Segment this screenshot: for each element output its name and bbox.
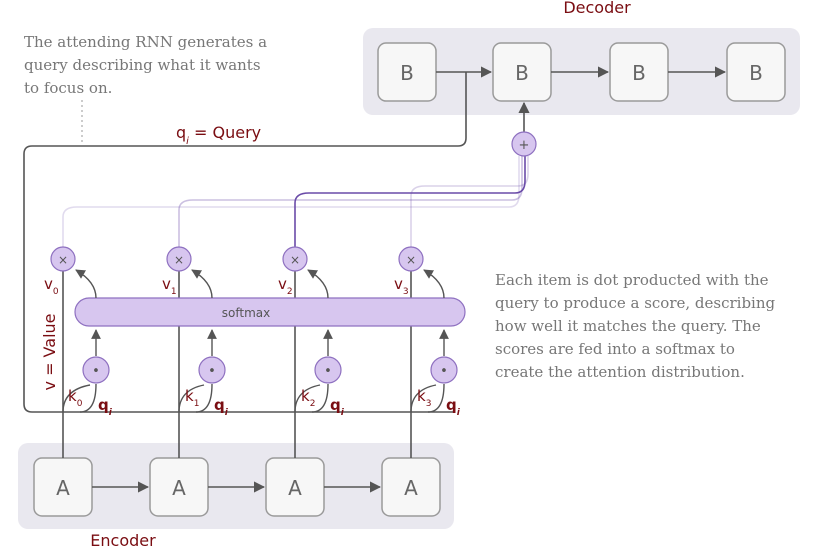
decoder-cell-label: B [749,61,763,85]
query-label: qi = Query [176,123,261,147]
key-label: k1 [185,387,199,409]
dot-icon: • [92,364,100,379]
encoder-cell-label: A [288,476,302,500]
attention-line [294,156,526,247]
query-sub-label: qi [98,396,113,418]
value-label: v1 [162,275,177,297]
multiply-icon: × [290,253,300,267]
weight-arrow [191,269,213,299]
plus-icon: + [519,138,530,153]
value-labels: v0 v1 v2 v3 [44,275,409,297]
value-label: v0 [44,275,59,297]
query-sub-label: qi [214,396,229,418]
attention-line [410,156,529,247]
decoder-title: Decoder [563,0,631,17]
dot-node [198,356,226,384]
right-annotation: Each item is dot producted with the quer… [495,271,776,381]
encoder-cells: A A A A [33,457,441,517]
key-branch [62,384,91,413]
multiply-node [282,246,308,272]
encoder-title: Encoder [90,531,156,548]
multiply-node [398,246,424,272]
encoder-cell-label: A [404,476,418,500]
value-label: v3 [394,275,409,297]
decoder-cells: B B B B [377,42,786,102]
annotation-line: The attending RNN generates a [24,33,267,51]
annotation-line: how well it matches the query. The [495,317,761,335]
dot-icon: • [208,364,216,379]
key-label: k0 [68,387,83,409]
annotation-line: query describing what it wants [24,56,261,74]
multiply-icon: × [406,253,416,267]
decoder-cell [726,42,786,102]
key-branch [294,384,321,413]
weight-arrow [307,269,329,299]
key-branch [410,384,437,413]
softmax-label: softmax [222,306,270,320]
query-sub-label: qi [330,396,345,418]
multiply-node [166,246,192,272]
query-branch [311,383,329,413]
sum-node [511,131,537,157]
dot-node [430,356,458,384]
value-label: v2 [278,275,293,297]
annotation-line: create the attention distribution. [495,363,745,381]
encoder-cell-label: A [172,476,186,500]
dot-icon: • [324,364,332,379]
multiply-icon: × [174,253,184,267]
encoder-panel [18,443,454,529]
decoder-cell-label: B [515,61,529,85]
dot-icon: • [440,364,448,379]
dot-node [82,356,110,384]
key-labels: k0 k1 k2 k3 [68,387,431,409]
key-label: k3 [417,387,431,409]
query-sub-label: qi [446,396,461,418]
decoder-cell-label: B [632,61,646,85]
multiplier-nodes: × × × × [50,246,424,272]
query-branch [195,383,213,413]
multiply-node [50,246,76,272]
query-branch [79,383,97,413]
softmax-bar [74,297,466,327]
attention-line [178,156,523,247]
attention-lines [62,156,529,247]
decoder-cell-label: B [400,61,414,85]
query-branches [79,383,445,413]
weight-arrow [75,269,97,299]
key-label: k2 [301,387,315,409]
encoder-cell-label: A [56,476,70,500]
query-branch [427,383,445,413]
dot-node [314,356,342,384]
attention-line [62,156,520,247]
annotation-line: query to produce a score, describing [495,294,776,312]
dot-product-nodes: • • • • [82,356,458,384]
key-branches [62,384,437,413]
multiply-icon: × [58,253,68,267]
top-annotation: The attending RNN generates a query desc… [24,33,267,97]
query-labels: qi qi qi qi [98,396,461,418]
value-axis-label: v = Value [40,314,59,391]
key-branch [178,384,205,413]
annotation-line: Each item is dot producted with the [495,271,769,289]
query-path [23,72,467,413]
annotation-line: to focus on. [24,79,112,97]
weight-arrow [423,269,445,299]
annotation-line: scores are fed into a softmax to [495,340,735,358]
